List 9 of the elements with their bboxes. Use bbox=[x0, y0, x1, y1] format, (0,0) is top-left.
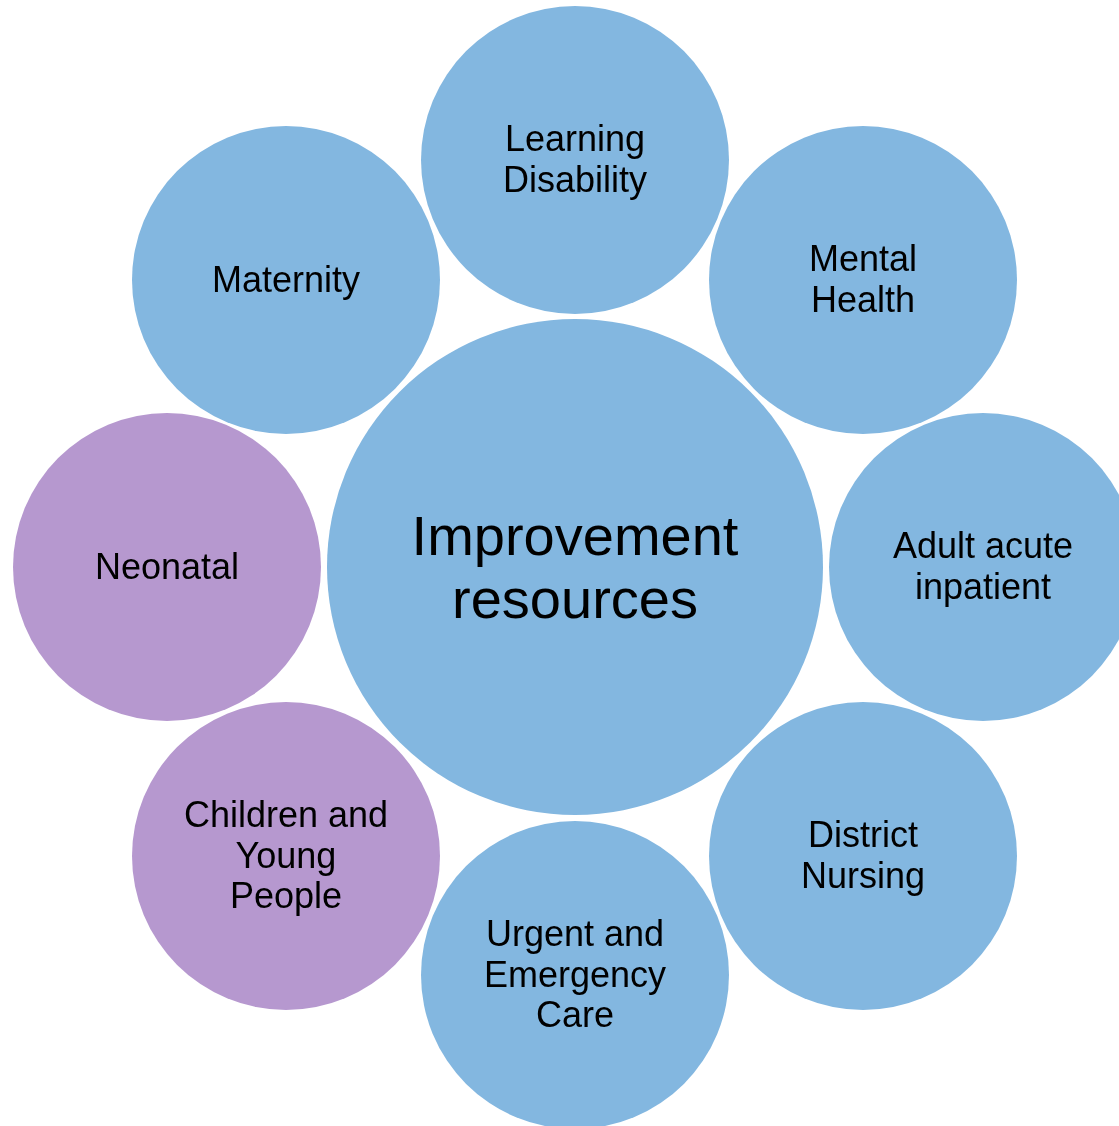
topic-label: District Nursing bbox=[799, 815, 927, 897]
central-title: Improvement resources bbox=[410, 503, 740, 631]
topic-label: Learning Disability bbox=[501, 119, 648, 201]
topic-label: Children and Young People bbox=[182, 795, 390, 917]
topic-label: Mental Health bbox=[807, 239, 919, 321]
topic-label: Urgent and Emergency Care bbox=[482, 914, 668, 1036]
topic-label: Neonatal bbox=[94, 546, 240, 588]
topic-label: Maternity bbox=[211, 259, 360, 301]
topic-label: Adult acute inpatient bbox=[891, 526, 1075, 608]
